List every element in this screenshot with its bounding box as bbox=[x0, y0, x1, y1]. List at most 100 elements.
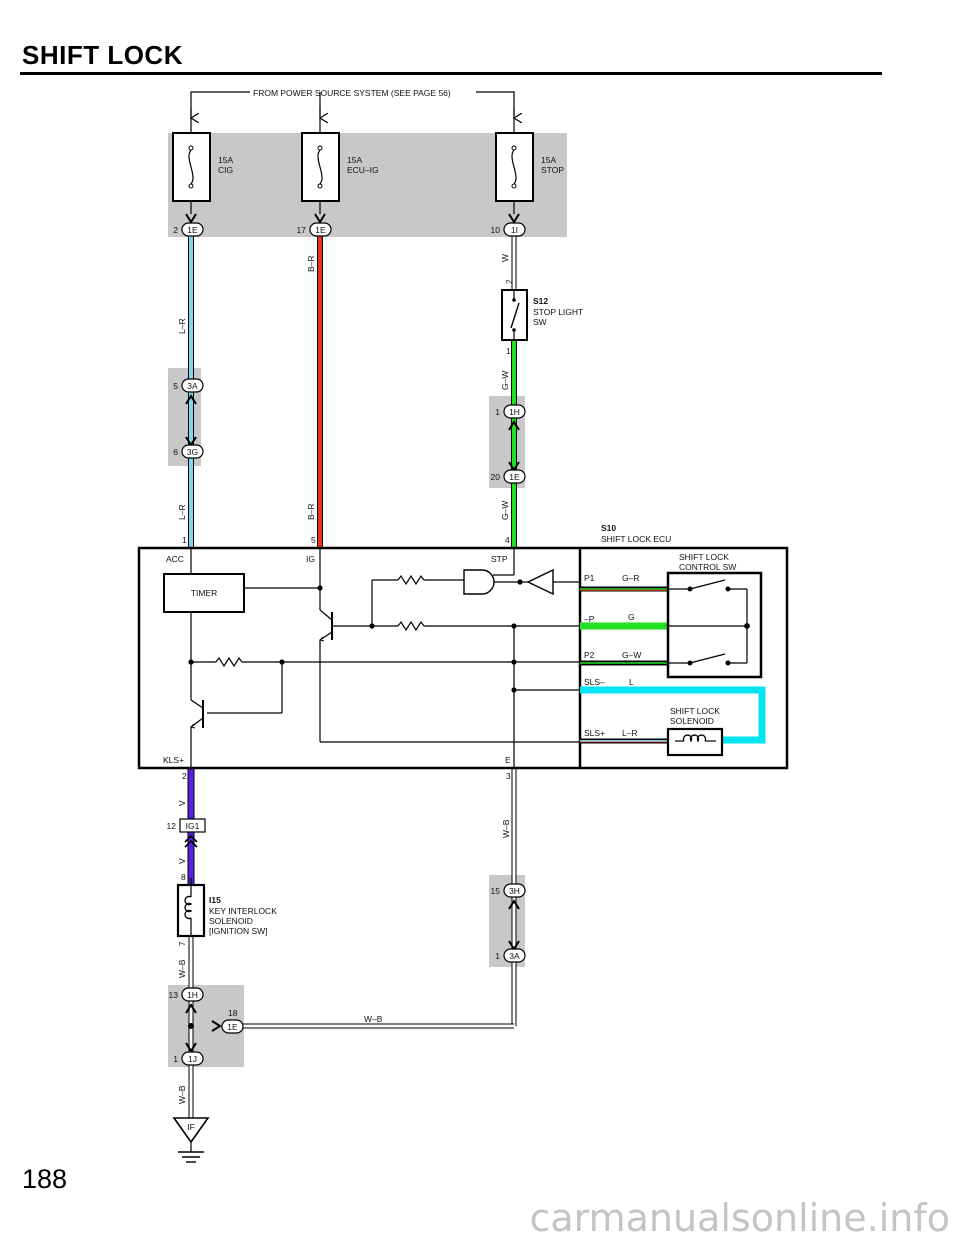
key-interlock-code: I15 bbox=[209, 895, 221, 905]
stop-sw-pin-top: 2 bbox=[505, 279, 514, 284]
connector-id: 3A bbox=[187, 381, 198, 391]
connector-5-3a: 3A 5 bbox=[173, 378, 204, 405]
connector-id: 1E bbox=[315, 225, 326, 235]
connector-id: 1H bbox=[187, 990, 198, 1000]
and-gate bbox=[463, 569, 495, 595]
ecu-pin-stp: 4 bbox=[505, 535, 510, 545]
connector-pin: 1 bbox=[173, 1054, 178, 1064]
wire-label: G–W bbox=[500, 501, 510, 520]
fuse-ecu-ig-name: ECU–IG bbox=[347, 165, 379, 175]
wire-label: W–B bbox=[177, 1085, 187, 1104]
fuse-cig-amps: 15A bbox=[218, 155, 233, 165]
connector-id: 1I bbox=[511, 225, 518, 235]
connector-pin: 5 bbox=[173, 381, 178, 391]
ground-symbol bbox=[172, 1117, 210, 1163]
connector-pin: 18 bbox=[228, 1008, 238, 1018]
row-pin-sls-plus: SLS+ bbox=[584, 728, 605, 738]
ecu-code: S10 bbox=[601, 523, 616, 533]
connector-pin: 15 bbox=[491, 886, 501, 896]
connector-1-3a: 3A 1 bbox=[495, 940, 526, 963]
connector-pin: 13 bbox=[169, 990, 179, 1000]
connector-pin: 2 bbox=[173, 225, 178, 235]
wire-label: G–W bbox=[500, 371, 510, 390]
fuse-stop-name: STOP bbox=[541, 165, 564, 175]
connector-17-1e: 1E 17 bbox=[297, 213, 332, 237]
row-pin-p2: P2 bbox=[584, 650, 595, 660]
fuse-stop bbox=[495, 118, 534, 214]
ecu-pin-e: 3 bbox=[506, 771, 511, 781]
solenoid-name1: SHIFT LOCK bbox=[670, 706, 720, 716]
row-pin-p: –P bbox=[584, 614, 595, 624]
page-title: SHIFT LOCK bbox=[22, 40, 183, 70]
ecu-pin-kls: 2 bbox=[182, 771, 187, 781]
row-color-p2: G–W bbox=[622, 650, 641, 660]
ecu-pin-ig: 5 bbox=[311, 535, 316, 545]
ecu-row-labels: P1 G–R –P G P2 G–W SLS– L SLS+ L–R bbox=[584, 573, 641, 738]
stop-sw-name1: STOP LIGHT bbox=[533, 307, 583, 317]
connector-15-3h: 3H 15 bbox=[491, 883, 526, 910]
connector-pin: 1 bbox=[495, 951, 500, 961]
power-source-note: FROM POWER SOURCE SYSTEM (SEE PAGE 56) bbox=[253, 88, 451, 98]
connector-id: 1E bbox=[227, 1022, 238, 1032]
key-interlock-solenoid bbox=[176, 878, 206, 938]
wire-label: V bbox=[177, 800, 187, 806]
stop-sw-code: S12 bbox=[533, 296, 548, 306]
wire-label: W bbox=[500, 254, 510, 262]
connector-id: 1E bbox=[187, 225, 198, 235]
wire-color-labels: L–R L–R B–R B–R W G–W G–W V V W–B W–B W–… bbox=[177, 254, 511, 1104]
timer-block bbox=[163, 573, 245, 613]
connector-id: 3H bbox=[509, 886, 520, 896]
wire-label: L–R bbox=[177, 504, 187, 520]
title-rule bbox=[20, 72, 882, 75]
connector-id: IG1 bbox=[186, 821, 200, 831]
connector-id: 1J bbox=[188, 1054, 197, 1064]
ecu-right-wiring bbox=[580, 586, 766, 744]
ecu-terminal-ig: IG bbox=[306, 554, 315, 564]
key-interlock-line3: [IGNITION SW] bbox=[209, 926, 268, 936]
fuse-ecu-ig bbox=[301, 118, 340, 214]
connector-1-1j: 1J 1 bbox=[173, 1042, 204, 1066]
stop-sw-name2: SW bbox=[533, 317, 547, 327]
ecu-internal-circuit bbox=[163, 548, 580, 768]
ecu-terminal-kls: KLS+ bbox=[163, 755, 184, 765]
connector-1-1h: 1H 1 bbox=[495, 404, 526, 431]
page-number: 188 bbox=[22, 1164, 68, 1194]
ecu-junction-dots bbox=[188, 579, 523, 693]
wire-label: B–R bbox=[306, 503, 316, 520]
row-color-sls-minus: L bbox=[629, 677, 634, 687]
fuse-ecu-ig-amps: 15A bbox=[347, 155, 362, 165]
power-source-bracket bbox=[191, 91, 514, 118]
row-pin-sls-minus: SLS– bbox=[584, 677, 605, 687]
control-sw-name1: SHIFT LOCK bbox=[679, 552, 729, 562]
fuse-cig bbox=[172, 118, 211, 214]
wire-label: L–R bbox=[177, 318, 187, 334]
wire-label: W–B bbox=[177, 959, 187, 978]
row-color-p1: G–R bbox=[622, 573, 639, 583]
connector-id: 3A bbox=[509, 951, 520, 961]
stop-sw-pin-bottom: 1 bbox=[506, 346, 511, 356]
connector-20-1e: 1E 20 bbox=[491, 461, 526, 484]
connector-pin: 12 bbox=[167, 821, 177, 831]
connector-badges: 1E 2 1E 17 1I 10 3A 5 3G 6 bbox=[167, 213, 526, 1066]
connector-pin: 6 bbox=[173, 447, 178, 457]
splice-point bbox=[188, 1023, 194, 1029]
ecu-pin-acc: 1 bbox=[182, 535, 187, 545]
solenoid-name2: SOLENOID bbox=[670, 716, 714, 726]
row-pin-p1: P1 bbox=[584, 573, 595, 583]
sol-pin-bottom: 7 bbox=[178, 941, 187, 946]
wire-label: V bbox=[177, 858, 187, 864]
ecu-terminal-acc: ACC bbox=[166, 554, 184, 564]
row-color-sls-plus: L–R bbox=[622, 728, 638, 738]
key-interlock-line1: KEY INTERLOCK bbox=[209, 906, 277, 916]
connector-13-1h: 1H 13 bbox=[169, 987, 204, 1014]
wire-label: W–B bbox=[501, 819, 511, 838]
connector-18-1e: 1E 18 bbox=[211, 1008, 244, 1034]
connector-pin: 1 bbox=[495, 407, 500, 417]
connector-id: 1E bbox=[509, 472, 520, 482]
connector-2-1e: 1E 2 bbox=[173, 213, 204, 237]
sol-pin-top: 8 bbox=[181, 872, 186, 882]
wire-label: W–B bbox=[364, 1014, 383, 1024]
ground-label: IF bbox=[187, 1122, 195, 1132]
wire-label: B–R bbox=[306, 255, 316, 272]
